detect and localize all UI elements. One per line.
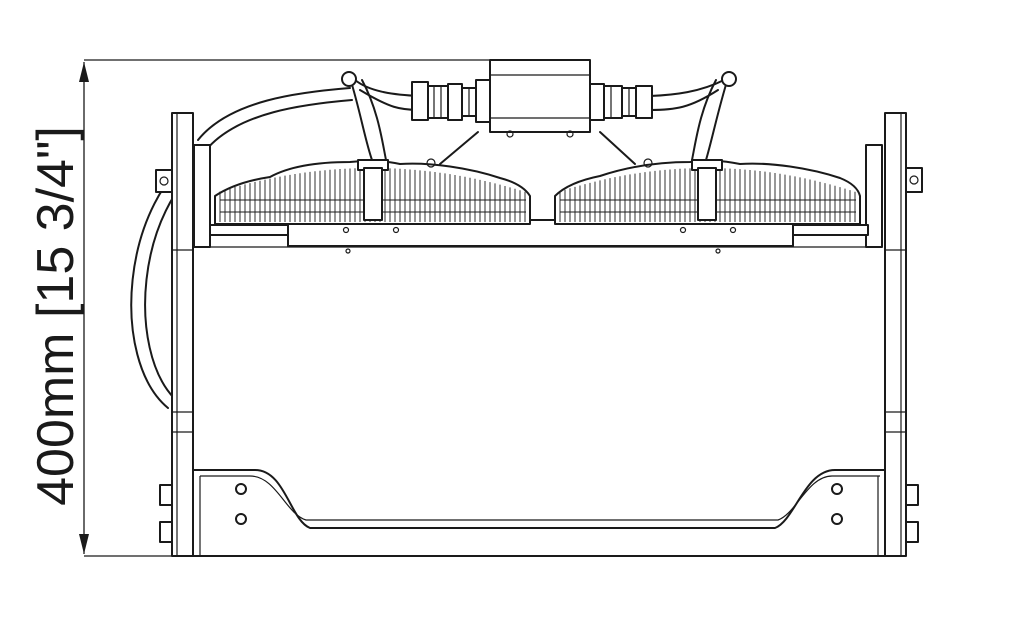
frame-hole <box>831 513 843 525</box>
frame-hole <box>831 483 843 495</box>
dimension-label: 400mm [15 3/4"] <box>27 126 85 506</box>
power-cable <box>130 87 353 409</box>
upper-cables <box>341 71 737 161</box>
bottom-frame <box>192 469 886 557</box>
cable-clip-right <box>721 71 737 87</box>
dimension-arrow-top <box>79 62 89 82</box>
left-bracket <box>155 112 211 557</box>
frame-hole <box>235 483 247 495</box>
height-dimension: 400mm [15 3/4"] <box>27 59 490 557</box>
dimension-arrow-bottom <box>79 534 89 554</box>
frame-hole <box>235 513 247 525</box>
right-bracket <box>865 112 923 557</box>
heatsink-left <box>214 158 531 225</box>
connector-right <box>589 83 653 121</box>
heatsink-right <box>554 158 861 225</box>
cable-clip-left <box>341 71 357 87</box>
connector-left <box>411 79 491 123</box>
junction-box <box>439 59 636 165</box>
